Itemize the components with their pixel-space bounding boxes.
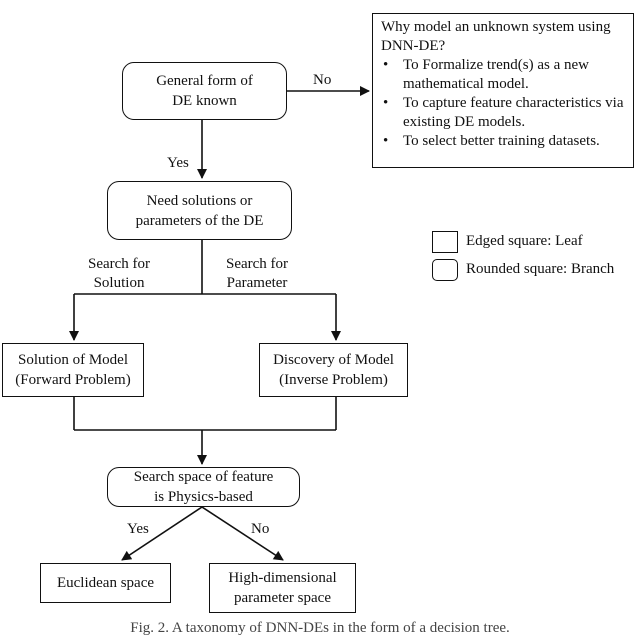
edge-label-no-top: No: [313, 72, 332, 88]
legend-leaf-swatch: [432, 231, 458, 253]
node-euclidean-space: Euclidean space: [40, 563, 171, 603]
why-item: To capture feature characteristics via e…: [381, 94, 627, 132]
why-model-box: Why model an unknown system using DNN-DE…: [372, 13, 634, 168]
legend-branch-label: Rounded square: Branch: [466, 261, 615, 277]
node-solution-of-model: Solution of Model (Forward Problem): [2, 343, 144, 397]
edge-to-euclidean: [121, 506, 203, 561]
edge-label-yes-bottom: Yes: [127, 521, 149, 537]
edge-label-search-parameter: Search for Parameter: [226, 256, 289, 291]
edge-to-high-dim: [201, 506, 284, 561]
why-item: To select better training datasets.: [381, 132, 627, 151]
node-need-solutions: Need solutions or parameters of the DE: [107, 181, 292, 240]
edge-label-no-bottom: No: [251, 521, 270, 537]
why-list: To Formalize trend(s) as a new mathemati…: [381, 56, 627, 151]
node-discovery-of-model: Discovery of Model (Inverse Problem): [259, 343, 408, 397]
legend-leaf-label: Edged square: Leaf: [466, 233, 583, 249]
legend-branch-swatch: [432, 259, 458, 281]
why-title: Why model an unknown system using DNN-DE…: [381, 19, 611, 54]
why-item: To Formalize trend(s) as a new mathemati…: [381, 56, 627, 94]
node-high-dimensional-space: High-dimensional parameter space: [209, 563, 356, 613]
edge-label-yes-top: Yes: [167, 155, 189, 171]
edge-label-search-solution: Search for Solution: [88, 256, 151, 291]
node-general-form: General form of DE known: [122, 62, 287, 120]
figure-caption: Fig. 2. A taxonomy of DNN-DEs in the for…: [130, 620, 510, 636]
node-search-space: Search space of feature is Physics-based: [107, 467, 300, 507]
